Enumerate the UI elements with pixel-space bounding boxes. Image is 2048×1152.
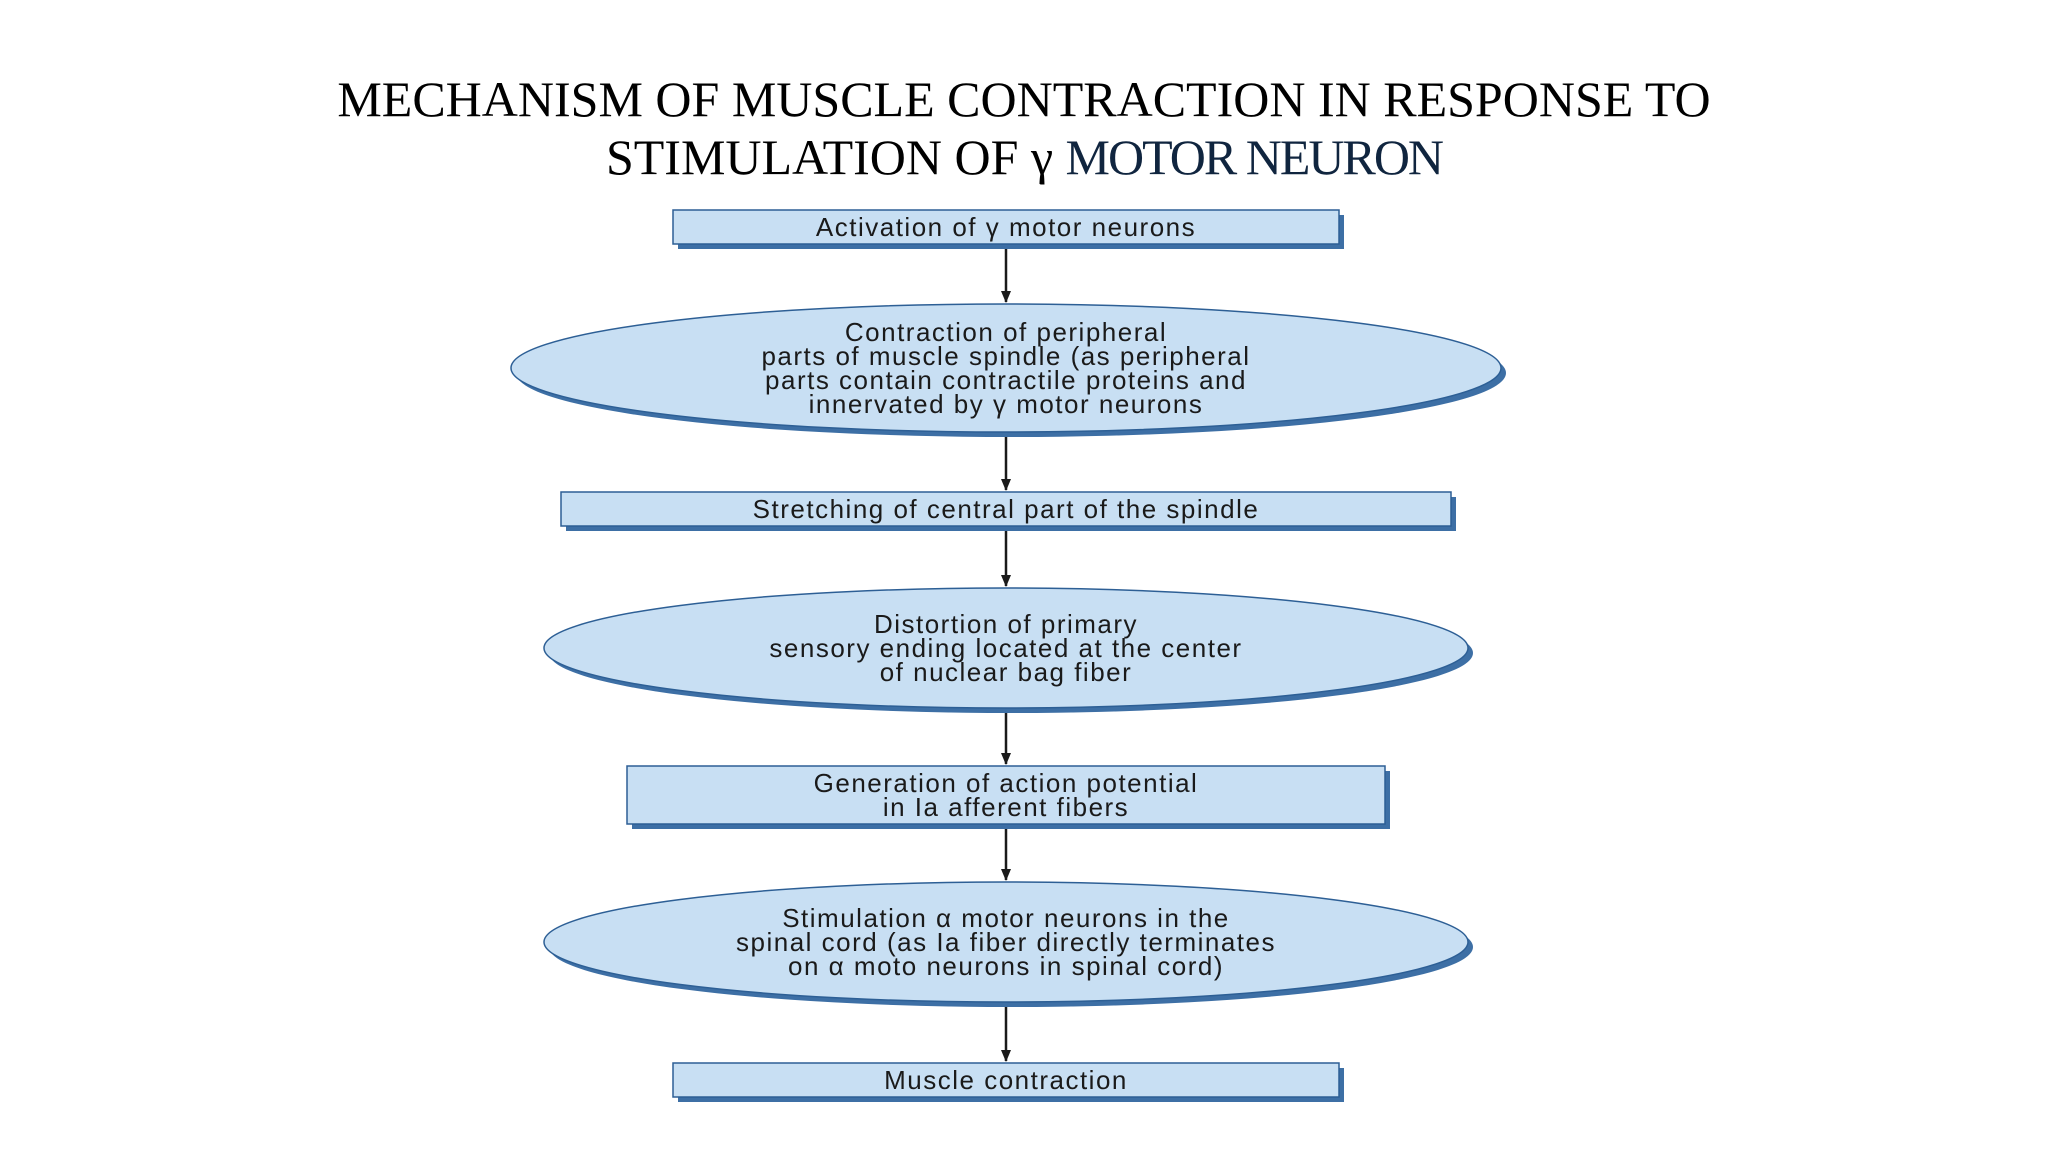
title-line-2: STIMULATION OF γ MOTOR NEURON [0, 132, 2048, 182]
node-box [672, 1062, 1340, 1098]
node-text-line: Muscle contraction [884, 1065, 1128, 1095]
node-text-line: in Ia afferent fibers [883, 792, 1129, 822]
node-text-line: on α moto neurons in spinal cord) [788, 951, 1224, 981]
node-text-line: spinal cord (as Ia fiber directly termin… [736, 927, 1276, 957]
node-activation: Activation of γ motor neurons [672, 209, 1344, 249]
node-text-line: Distortion of primary [874, 609, 1138, 639]
node-text-line: Activation of γ motor neurons [816, 212, 1196, 242]
node-ellipse [510, 303, 1502, 433]
node-text-line: of nuclear bag fiber [880, 657, 1133, 687]
nodes-layer: Activation of γ motor neuronsContraction… [510, 209, 1506, 1102]
node-text-line: Stretching of central part of the spindl… [753, 494, 1260, 524]
node-box [560, 491, 1452, 527]
node-text-line: Contraction of peripheral [845, 317, 1167, 347]
node-text-line: Generation of action potential [814, 768, 1199, 798]
node-ellipse [543, 587, 1469, 709]
title-line-2-prefix: STIMULATION OF γ [605, 129, 1066, 185]
node-text-line: parts of muscle spindle (as peripheral [761, 341, 1250, 371]
node-text-line: innervated by γ motor neurons [809, 389, 1204, 419]
node-stretching: Stretching of central part of the spindl… [560, 491, 1456, 531]
title-line-1: MECHANISM OF MUSCLE CONTRACTION IN RESPO… [337, 71, 1711, 127]
node-muscle-contraction: Muscle contraction [672, 1062, 1344, 1102]
node-text-line: sensory ending located at the center [769, 633, 1242, 663]
node-box [672, 209, 1340, 245]
node-ellipse [543, 881, 1469, 1003]
node-box [626, 765, 1386, 825]
node-stimulation-alpha: Stimulation α motor neurons in thespinal… [543, 881, 1473, 1007]
node-text-line: Stimulation α motor neurons in the [782, 903, 1230, 933]
node-text-line: parts contain contractile proteins and [765, 365, 1247, 395]
title-line-2-accent: MOTOR NEURON [1065, 129, 1444, 185]
